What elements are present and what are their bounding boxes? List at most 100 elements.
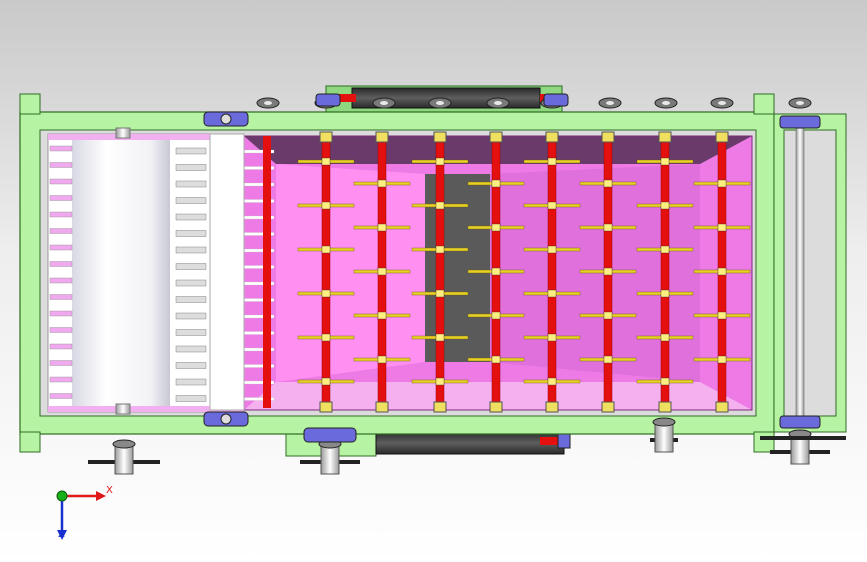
feed-pin-block <box>175 246 207 254</box>
roller-collar-bottom <box>658 401 672 413</box>
top-motor-bearing-right <box>543 93 569 107</box>
tine-hub <box>547 157 557 166</box>
roller-collar-bottom <box>319 401 333 413</box>
feed-comb-tooth <box>49 195 73 201</box>
tine-hub <box>603 267 613 276</box>
tine-hub <box>547 333 557 342</box>
feed-comb-tooth <box>49 211 73 218</box>
tine-hub <box>603 355 613 364</box>
feed-comb-tooth <box>49 294 73 300</box>
tine-hub <box>717 355 727 364</box>
feed-pin-block <box>175 263 207 270</box>
feed-comb-tooth <box>49 145 73 152</box>
x-axis-arrowhead <box>96 491 106 501</box>
tine-hub <box>660 289 670 298</box>
roller-collar-bottom <box>433 401 447 413</box>
tine-hub <box>321 157 331 166</box>
feed-comb-tooth <box>49 228 73 234</box>
roller-shaft <box>660 135 670 409</box>
y-axis-dot <box>56 490 68 502</box>
roller-collar-top <box>319 131 333 143</box>
top-sprocket-hub <box>606 101 614 105</box>
roller-collar-bottom <box>601 401 615 413</box>
roller-collar-bottom <box>545 401 559 413</box>
roller-collar-bottom <box>715 401 729 413</box>
top-sprocket-hub <box>264 101 272 105</box>
tine-hub <box>491 179 501 188</box>
roller-collar-bottom <box>375 401 389 413</box>
z-axis-arrowhead <box>57 530 67 540</box>
tine-hub <box>717 267 727 276</box>
feed-comb-tooth <box>49 178 73 185</box>
feed-pin-block <box>175 213 207 221</box>
feed-comb-tooth <box>49 343 73 350</box>
roller-collar-top <box>375 131 389 143</box>
feed-pin-block <box>175 395 207 402</box>
pulley-shaft <box>654 423 674 453</box>
top-sprocket-hub <box>436 101 444 105</box>
feed-pin-block <box>175 362 207 369</box>
drive-belt <box>760 436 846 440</box>
roller-collar-top <box>489 131 503 143</box>
roller-shaft <box>547 135 557 409</box>
feed-drum <box>72 140 170 406</box>
bearing-bore <box>220 113 232 125</box>
tine-hub <box>377 355 387 364</box>
top-sprocket-hub <box>494 101 502 105</box>
pulley-shaft <box>790 435 810 465</box>
x-axis-label: X <box>106 485 113 496</box>
feed-pin-block <box>175 329 207 336</box>
tine-hub <box>321 377 331 386</box>
z-axis-label: Z <box>58 529 65 540</box>
tine-hub <box>377 223 387 232</box>
feed-comb-tooth <box>49 162 73 168</box>
tine-hub <box>717 311 727 320</box>
bearing-bore <box>220 413 232 425</box>
tine-hub <box>491 311 501 320</box>
tine-hub <box>377 179 387 188</box>
tine-hub <box>435 201 445 210</box>
tine-hub <box>547 201 557 210</box>
feed-pin-block <box>175 312 207 320</box>
tine-hub <box>491 355 501 364</box>
roller-shaft <box>435 135 445 409</box>
pulley-shaft <box>114 445 134 475</box>
tine-hub <box>547 245 557 254</box>
feed-comb-tooth <box>49 277 73 284</box>
pulley-shaft <box>320 445 340 475</box>
roller-collar-top <box>545 131 559 143</box>
tine-hub <box>377 267 387 276</box>
feed-pin-block <box>175 296 207 303</box>
tine-hub <box>435 377 445 386</box>
feed-comb-tooth <box>49 376 73 383</box>
top-sprocket-hub <box>796 101 804 105</box>
tine-hub <box>321 333 331 342</box>
discharge-gate <box>425 174 490 362</box>
tine-hub <box>321 201 331 210</box>
tine-hub <box>603 223 613 232</box>
roller-collar-top <box>601 131 615 143</box>
tine-hub <box>547 377 557 386</box>
coordinate-triad <box>56 490 106 540</box>
feed-pin-block <box>175 230 207 237</box>
roller-collar-top <box>433 131 447 143</box>
tine-hub <box>660 333 670 342</box>
tine-hub <box>435 333 445 342</box>
tine-hub <box>717 179 727 188</box>
feed-pin-block <box>175 180 207 188</box>
tine-hub <box>660 201 670 210</box>
feed-comb-tooth <box>49 261 73 267</box>
top-motor-bearing <box>315 93 341 107</box>
feed-drum-shaft-bottom <box>115 403 131 415</box>
tine-hub <box>547 289 557 298</box>
roller-collar-top <box>658 131 672 143</box>
tine-hub <box>435 289 445 298</box>
tine-hub <box>717 223 727 232</box>
feed-pin-block <box>175 279 207 287</box>
tine-hub <box>491 223 501 232</box>
pulley-sprocket <box>112 439 136 449</box>
outboard-frame <box>773 113 847 433</box>
feed-comb-tooth <box>49 310 73 317</box>
